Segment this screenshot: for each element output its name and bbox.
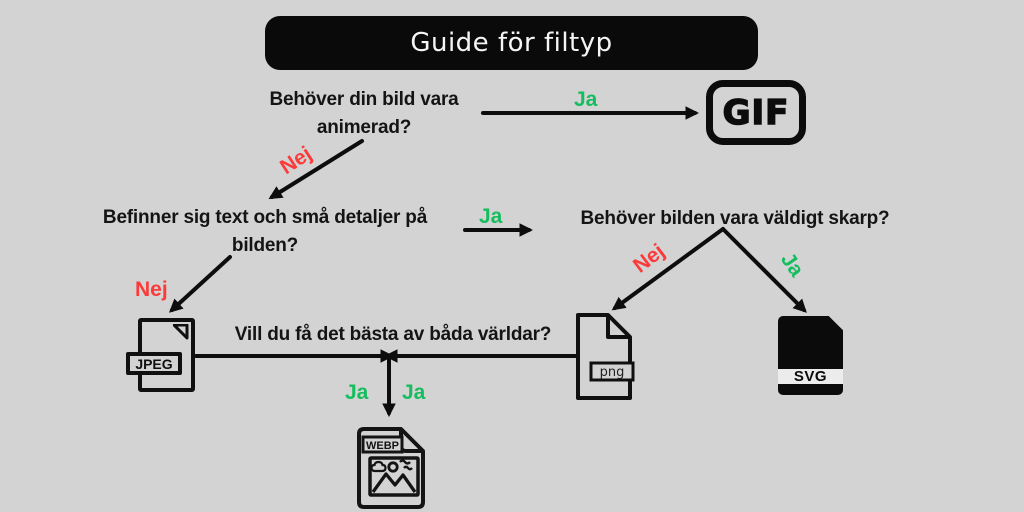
arrow-details-no (168, 255, 232, 313)
edge-label-yes-webp-left: Ja (345, 381, 369, 404)
flowchart-title-box: Guide för filtyp (265, 16, 758, 70)
png-doc-outline (576, 313, 632, 400)
svg-file-label: SVG (778, 368, 843, 385)
png-folded-corner-icon (606, 315, 630, 339)
question-animated: Behöver din bild vara animerad? (269, 89, 459, 138)
png-file-label: png (600, 365, 625, 380)
flowchart-title: Guide för filtyp (410, 28, 613, 58)
arrow-sharp-no (611, 227, 725, 311)
webp-label-box (361, 435, 404, 454)
webp-file-label: WEBP (366, 440, 399, 452)
edge-label-no-details: Nej (276, 142, 317, 180)
webp-file-icon: WEBP (357, 427, 425, 509)
edge-label-yes-svg: Ja (775, 248, 809, 281)
question-text-details: Befinner sig text och små detaljer på bi… (102, 207, 428, 256)
question-sharp: Behöver bilden vara väldigt skarp? (580, 208, 890, 229)
jpeg-file-label: JPEG (126, 352, 182, 375)
edge-label-no-jpeg: Nej (135, 278, 168, 301)
jpeg-file-icon: JPEG (126, 318, 195, 392)
edge-label-no-png: Nej (629, 239, 670, 278)
jpeg-folded-corner-icon (173, 324, 189, 340)
webp-image-thumbnail-icon (368, 456, 420, 497)
question-best-of-both: Vill du få det bästa av båda världar? (234, 324, 552, 345)
edge-label-yes-gif: Ja (574, 88, 598, 111)
svg-file-icon: SVG (778, 316, 843, 395)
png-file-icon: png (576, 313, 635, 400)
gif-file-label: GIF (722, 92, 790, 134)
gif-file-icon: GIF (706, 80, 806, 145)
png-label-box (589, 361, 635, 382)
edge-label-yes-sharp: Ja (479, 205, 503, 228)
edge-label-yes-webp-right: Ja (402, 381, 426, 404)
